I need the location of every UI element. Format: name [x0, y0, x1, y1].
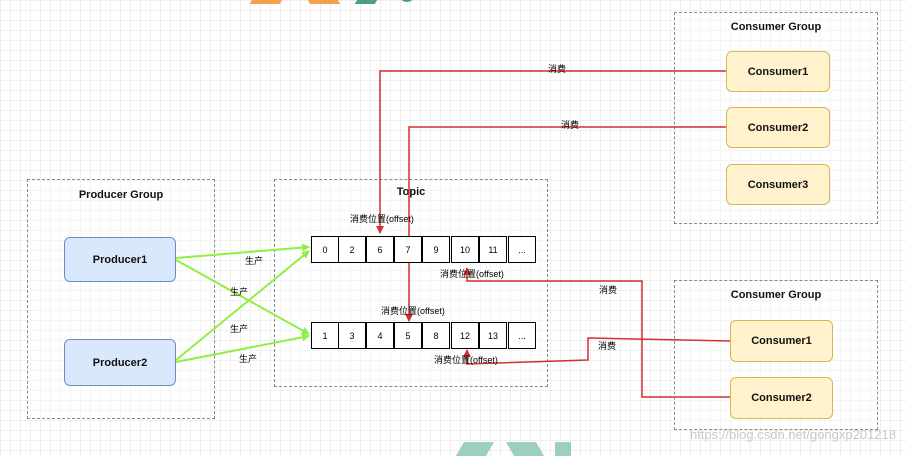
- queue1-cell: 6: [366, 236, 394, 263]
- edge-producer1-queue1: [175, 243, 310, 259]
- consumer-group-1-title: Consumer Group: [730, 21, 822, 33]
- edge-producer1-queue2: [175, 259, 310, 335]
- consume-label: 消费: [599, 285, 618, 295]
- edge-cg1-consumer2-queue2: [405, 126, 726, 322]
- topic-title: Topic: [396, 186, 426, 198]
- offset-label: 消费位置(offset): [381, 306, 445, 316]
- queue2-cell: 12: [451, 322, 479, 349]
- cg2-consumer1-node: Consumer1: [730, 320, 833, 362]
- edge-producer2-queue2: [175, 333, 310, 363]
- edge-cg1-consumer1-queue1: [376, 70, 726, 234]
- cg2-consumer2-node: Consumer2: [730, 377, 833, 419]
- queue2-cell: 13: [479, 322, 507, 349]
- cg1-consumer1-label: Consumer1: [747, 65, 809, 78]
- offset-label: 消费位置(offset): [350, 214, 414, 224]
- edge-cg2-consumer1-queue2: [463, 337, 731, 365]
- cg1-consumer2-node: Consumer2: [726, 107, 830, 148]
- queue2-cell: 3: [338, 322, 366, 349]
- queue1-cell: 7: [394, 236, 422, 263]
- queue1-cell: 9: [422, 236, 450, 263]
- consumer-group-2-title: Consumer Group: [730, 289, 822, 301]
- produce-label: 生产: [245, 256, 264, 266]
- producer2-node: Producer2: [64, 339, 176, 386]
- produce-label: 生产: [239, 354, 258, 364]
- queue2-cell: 8: [422, 322, 450, 349]
- watermark-text: https://blog.csdn.net/gongxp201218: [690, 427, 896, 442]
- produce-label: 生产: [230, 324, 249, 334]
- consume-edges: [376, 70, 731, 398]
- cg1-consumer3-node: Consumer3: [726, 164, 830, 205]
- queue2-cell: 4: [366, 322, 394, 349]
- producer2-label: Producer2: [92, 356, 148, 369]
- offset-label: 消费位置(offset): [434, 355, 498, 365]
- queue1-cell: 11: [479, 236, 507, 263]
- queue1-cell: ...: [508, 236, 536, 263]
- cg1-consumer2-label: Consumer2: [747, 121, 809, 134]
- topic-box: Topic: [274, 179, 548, 387]
- queue2-cell: 5: [394, 322, 422, 349]
- produce-label: 生产: [230, 287, 249, 297]
- edge-cg2-consumer2-queue1: [463, 267, 730, 398]
- consume-label: 消费: [548, 64, 567, 74]
- cg1-consumer3-label: Consumer3: [747, 178, 809, 191]
- producer1-label: Producer1: [92, 253, 148, 266]
- consume-label: 消费: [561, 120, 580, 130]
- cg2-consumer2-label: Consumer2: [751, 392, 812, 404]
- queue2-cell: ...: [508, 322, 536, 349]
- offset-label: 消费位置(offset): [440, 269, 504, 279]
- cg1-consumer1-node: Consumer1: [726, 51, 830, 92]
- edge-producer2-queue1: [175, 250, 310, 361]
- produce-edges: [175, 243, 310, 363]
- queue1-cell: 2: [338, 236, 366, 263]
- consume-label: 消费: [598, 341, 617, 351]
- decorative-shape-green-2: [400, 0, 414, 2]
- cg2-consumer1-label: Consumer1: [751, 335, 812, 347]
- queue1-cell: 0: [311, 236, 339, 263]
- queue1-cell: 10: [451, 236, 479, 263]
- producer1-node: Producer1: [64, 237, 176, 282]
- producer-group-title: Producer Group: [78, 189, 164, 201]
- queue2-cell: 1: [311, 322, 339, 349]
